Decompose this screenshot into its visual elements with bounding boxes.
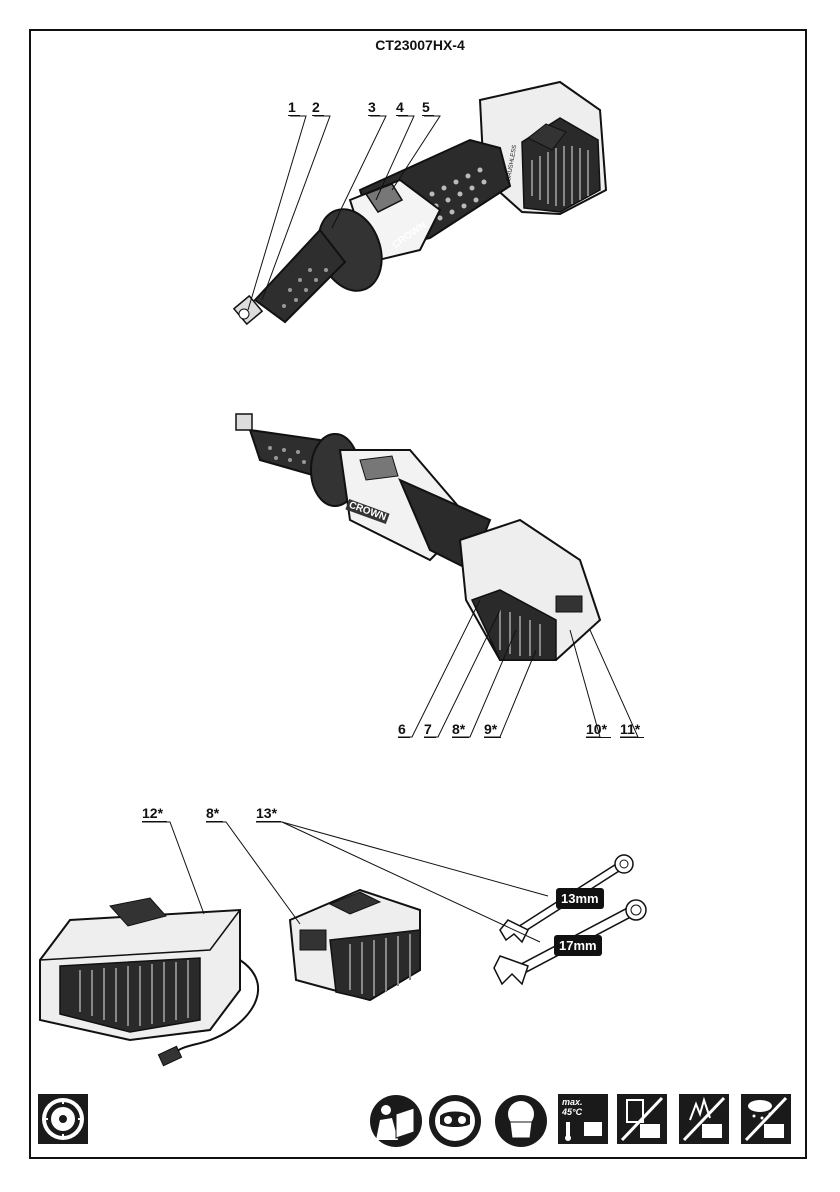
callout-2: 2	[312, 100, 324, 116]
callout-8-star: 8*	[452, 722, 469, 738]
callout-6: 6	[398, 722, 410, 738]
eye-protection-icon	[429, 1095, 481, 1147]
charger-illustration	[40, 898, 258, 1066]
no-fire-icon	[679, 1094, 729, 1144]
callout-13-star: 13*	[256, 806, 281, 822]
wrench-17mm-label: 17mm	[554, 935, 602, 956]
grinder-bottom-illustration	[236, 414, 600, 660]
callout-1: 1	[288, 100, 300, 116]
callout-7: 7	[424, 722, 436, 738]
no-rain-icon	[741, 1094, 791, 1144]
battery-illustration	[290, 890, 420, 1000]
wrench-13mm-label: 13mm	[556, 888, 604, 909]
disc-symbol-icon	[38, 1094, 88, 1144]
dust-mask-icon	[495, 1095, 547, 1147]
max-temp-line1: max.	[562, 1097, 583, 1107]
callout-8-star-bottom: 8*	[206, 806, 223, 822]
callout-11-star: 11*	[620, 722, 644, 738]
callout-3: 3	[368, 100, 380, 116]
callout-5: 5	[422, 100, 434, 116]
grinder-top-illustration	[234, 82, 606, 324]
max-temp-line2: 45°C	[562, 1107, 582, 1117]
callout-10-star: 10*	[586, 722, 611, 738]
callout-9-star: 9*	[484, 722, 501, 738]
read-manual-icon	[370, 1095, 422, 1147]
callout-12-star: 12*	[142, 806, 167, 822]
no-container-icon	[617, 1094, 667, 1144]
callout-4: 4	[396, 100, 408, 116]
